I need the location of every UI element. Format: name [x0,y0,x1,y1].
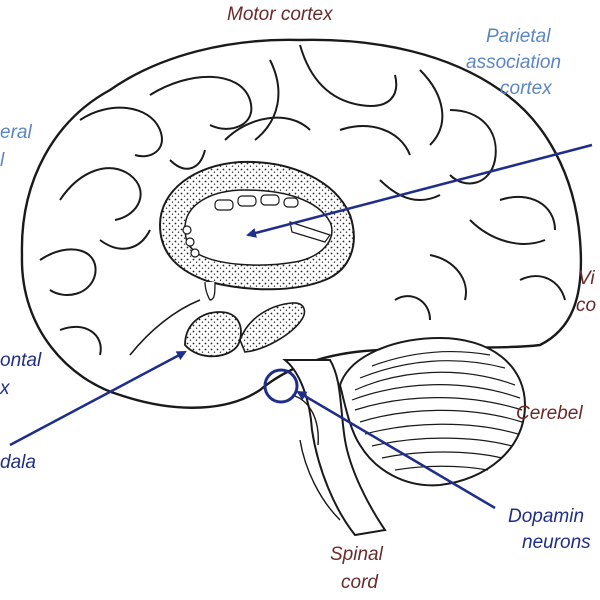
label-visual-line1: Vi [578,268,595,289]
label-motor-cortex: Motor cortex [227,4,333,25]
label-orbitofrontal-line2: x [0,378,10,399]
arrow-to-central-structure [246,143,593,238]
label-cerebellum: Cerebel [516,403,583,424]
amygdala-structure [184,311,242,358]
pituitary [204,281,216,301]
label-dopamine-line1: Dopamin [508,506,585,527]
label-parietal-line1: Parietal [486,26,551,47]
label-amygdala: dala [0,452,36,473]
arrow-to-amygdala [9,350,187,447]
label-parietal-line2: association [466,52,562,73]
cerebellum-structure [338,336,527,487]
label-parietal-line3: cortex [500,78,552,99]
hippocampus-structure [239,302,306,353]
label-lateral-line1: eral [0,122,32,143]
label-dopamine-line2: neurons [522,532,591,553]
cortex-folds [39,44,566,356]
label-lateral-line2: l [0,150,5,171]
label-spinal-line2: cord [341,572,378,593]
cortex-outline [20,38,583,409]
label-orbitofrontal-line1: ontal [0,350,42,371]
fornix-cells [182,194,299,258]
label-spinal-line1: Spinal [330,544,383,565]
arrow-to-dopamine-neurons [296,390,496,510]
brainstem [282,359,387,537]
label-visual-line2: co [576,295,597,316]
dopamine-neuron-circle [263,368,299,404]
